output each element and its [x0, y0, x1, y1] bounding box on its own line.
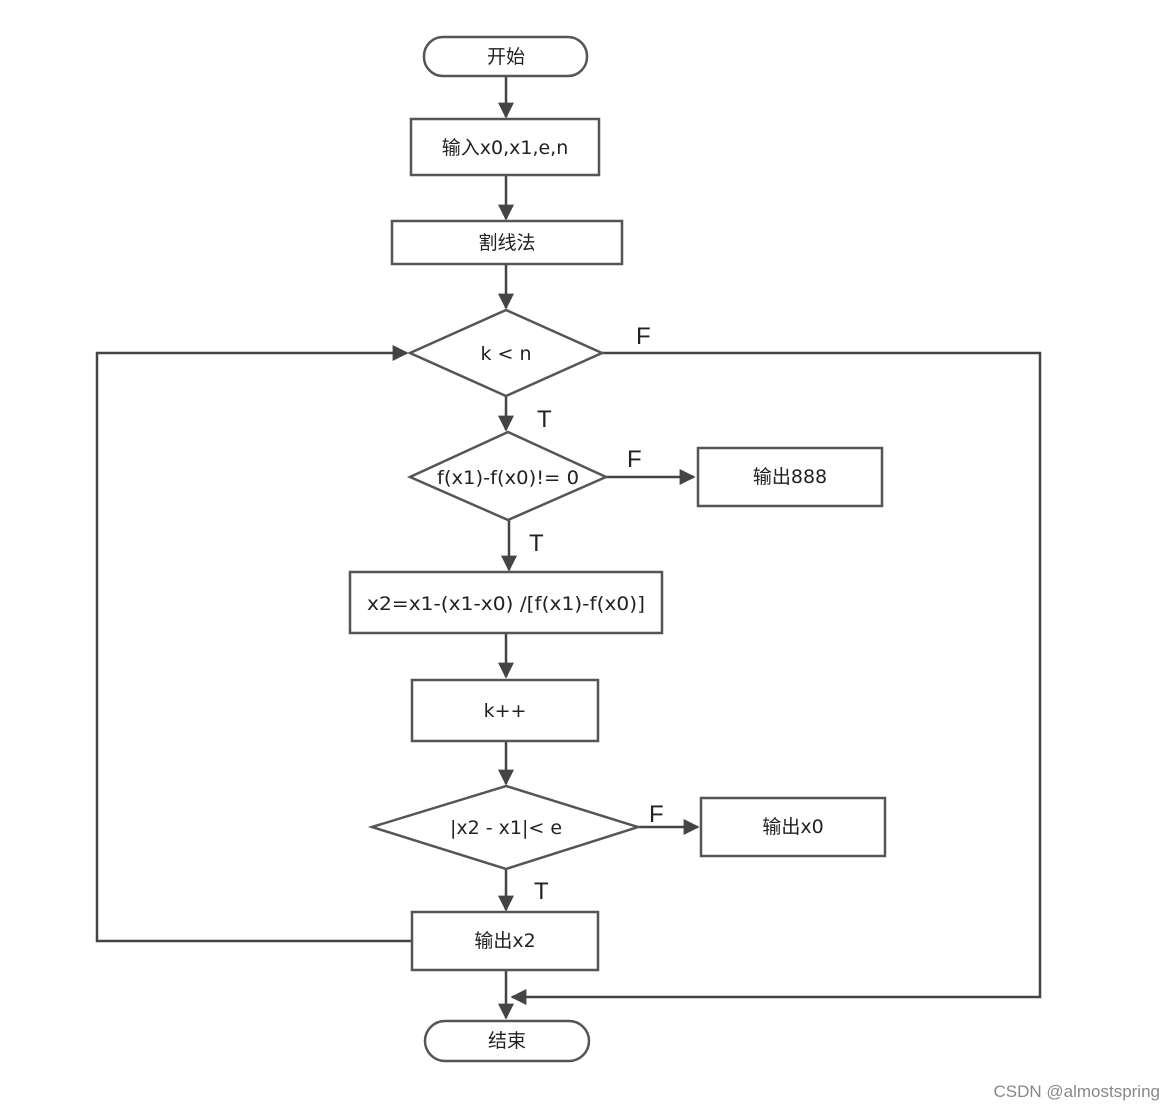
edge-condk-false-end: [510, 351, 1042, 1005]
label-condf-true: T: [529, 530, 544, 557]
increment-node-label: k++: [484, 700, 527, 722]
decision-f-diff-label: f(x1)-f(x0)!= 0: [437, 467, 579, 489]
input-node-label: 输入x0,x1,e,n: [442, 137, 569, 159]
label-condk-false: F: [636, 323, 651, 350]
label-condabs-false: F: [649, 801, 664, 828]
decision-k-lt-n: k < n: [406, 308, 606, 398]
start-node-label: 开始: [487, 46, 525, 68]
label-condf-false: F: [627, 446, 642, 473]
increment-node: k++: [410, 678, 600, 743]
output-x0-node: 输出x0: [699, 796, 887, 858]
watermark-text: CSDN @almostspring: [993, 1082, 1160, 1101]
decision-abs-diff: |x2 - x1|< e: [367, 784, 643, 871]
output-888-node: 输出888: [696, 446, 884, 508]
calc-node: x2=x1-(x1-x0) /[f(x1)-f(x0)]: [348, 570, 664, 635]
decision-k-lt-n-label: k < n: [480, 343, 531, 365]
method-node: 割线法: [390, 219, 624, 266]
end-node: 结束: [423, 1019, 591, 1063]
decision-abs-diff-label: |x2 - x1|< e: [450, 817, 562, 839]
method-node-label: 割线法: [478, 232, 535, 254]
output-x0-label: 输出x0: [762, 816, 823, 838]
edges: [95, 76, 1042, 1020]
input-node: 输入x0,x1,e,n: [409, 117, 601, 177]
label-condk-true: T: [537, 406, 552, 433]
decision-f-diff: f(x1)-f(x0)!= 0: [406, 430, 610, 522]
edge-loop-back: [95, 345, 412, 943]
output-x2-label: 输出x2: [474, 930, 535, 952]
output-888-label: 输出888: [753, 466, 827, 488]
start-node: 开始: [422, 35, 589, 78]
calc-node-label: x2=x1-(x1-x0) /[f(x1)-f(x0)]: [367, 593, 645, 615]
output-x2-node: 输出x2: [410, 910, 600, 972]
end-node-label: 结束: [488, 1030, 526, 1052]
label-condabs-true: T: [534, 878, 549, 905]
